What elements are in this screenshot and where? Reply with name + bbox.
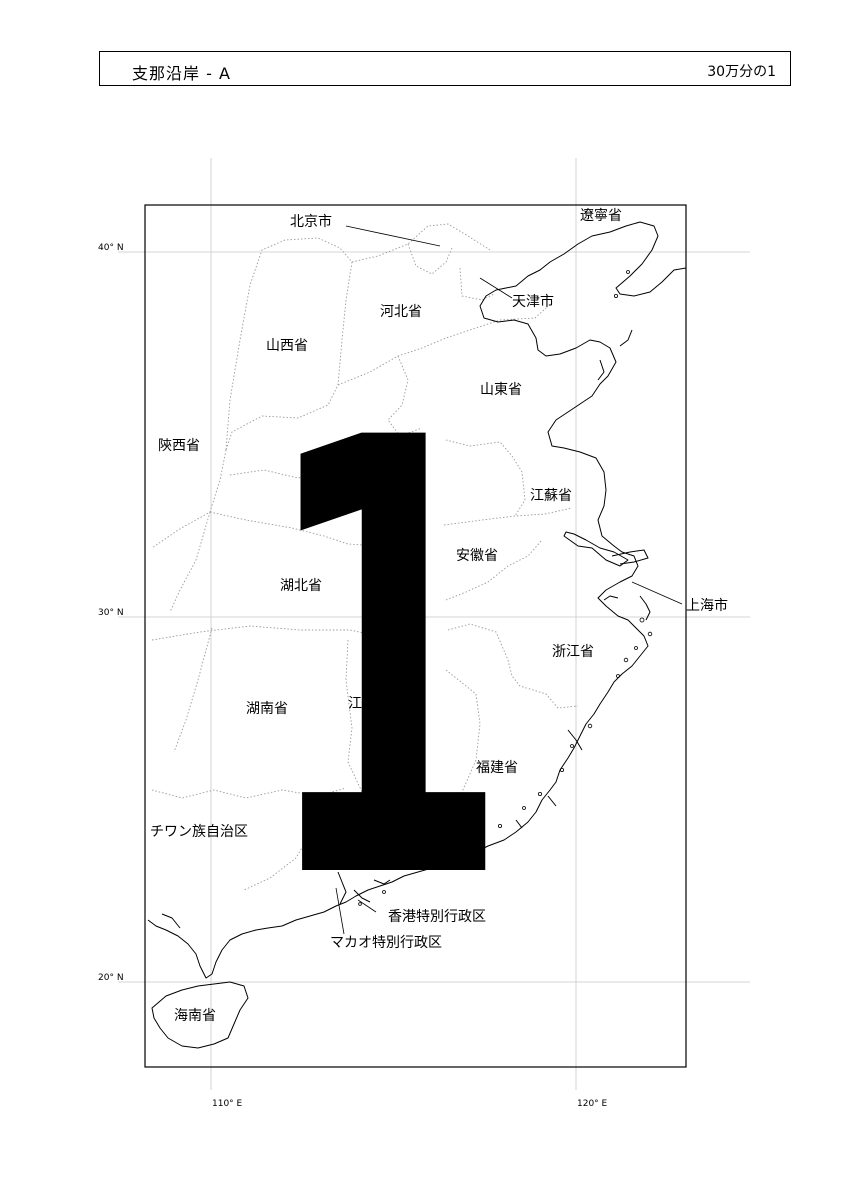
label-shandong: 山東省	[480, 382, 522, 398]
label-shanghai: 上海市	[686, 597, 728, 614]
label-tianjin: 天津市	[512, 293, 554, 310]
coastal-islands	[358, 270, 653, 906]
label-fujian: 福建省	[476, 760, 518, 776]
lon-label-110: 110° E	[212, 1099, 243, 1109]
map-frame	[144, 204, 687, 1068]
map-header: 支那沿岸 - A 30万分の1	[99, 51, 791, 86]
map-scale: 30万分の1	[707, 64, 776, 80]
label-hebei: 河北省	[380, 304, 422, 320]
leader-lines	[335, 225, 683, 935]
label-hainan: 海南省	[174, 1008, 216, 1024]
province-boundaries	[151, 223, 579, 891]
label-guangxi: チワン族自治区	[150, 824, 248, 840]
label-anhui: 安徽省	[456, 548, 498, 564]
graticule	[118, 158, 750, 1090]
label-shaanxi: 陝西省	[158, 438, 200, 454]
lat-label-30: 30° N	[98, 608, 124, 618]
label-liaoning: 遼寧省	[580, 207, 622, 224]
label-guangdong: 広東省	[314, 850, 356, 866]
coastline	[147, 221, 687, 1049]
lat-label-40: 40° N	[98, 243, 124, 253]
lat-label-20: 20° N	[98, 973, 124, 983]
sheet-number: 1	[260, 313, 510, 1012]
label-hubei: 湖北省	[280, 578, 322, 594]
label-hongkong: 香港特別行政区	[388, 909, 486, 925]
label-henan: 河南省	[315, 473, 357, 489]
label-jiangxi: 江西省	[348, 696, 390, 712]
label-hunan: 湖南省	[246, 701, 288, 717]
label-macau: マカオ特別行政区	[330, 935, 442, 951]
label-beijing: 北京市	[290, 213, 332, 230]
lon-label-120: 120° E	[577, 1099, 608, 1109]
label-shanxi: 山西省	[266, 338, 308, 354]
map-title: 支那沿岸 - A	[132, 64, 231, 83]
label-jiangsu: 江蘇省	[530, 488, 572, 504]
label-zhejiang: 浙江省	[552, 644, 594, 660]
